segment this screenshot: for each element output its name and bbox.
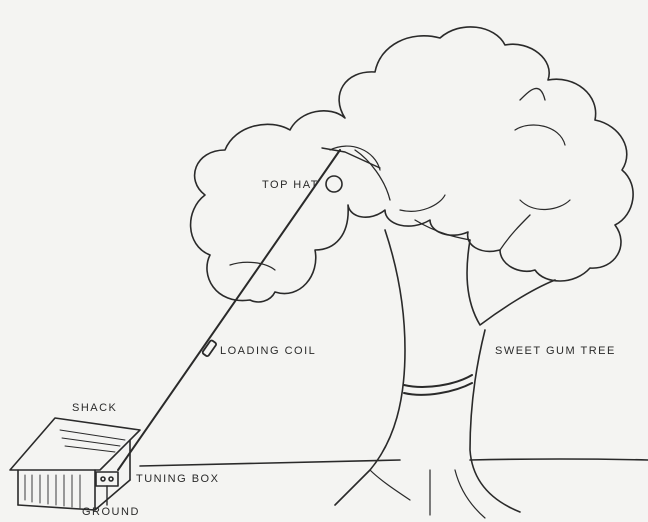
shack-drawing xyxy=(10,418,140,510)
tuning-knob-icon xyxy=(109,477,113,481)
tree-branches xyxy=(355,88,545,250)
label-shack: SHACK xyxy=(72,402,117,414)
tree-roots xyxy=(370,470,485,518)
canopy-detail xyxy=(230,125,570,270)
ground-line xyxy=(140,459,648,466)
label-tuning-box: TUNING BOX xyxy=(136,473,219,485)
tuning-box-shape xyxy=(96,472,118,486)
loading-coil-shape xyxy=(202,340,217,357)
tuning-knob-icon xyxy=(101,477,105,481)
tree-trunk xyxy=(335,230,555,512)
trunk-band xyxy=(404,375,472,395)
antenna-wire xyxy=(118,150,340,470)
label-sweet-gum-tree: SWEET GUM TREE xyxy=(495,345,616,357)
top-hat-circle xyxy=(326,176,342,192)
tree-canopy xyxy=(191,27,634,302)
label-loading-coil: LOADING COIL xyxy=(220,345,316,357)
label-ground: GROUND xyxy=(82,506,140,518)
label-top-hat: TOP HAT xyxy=(262,179,319,191)
